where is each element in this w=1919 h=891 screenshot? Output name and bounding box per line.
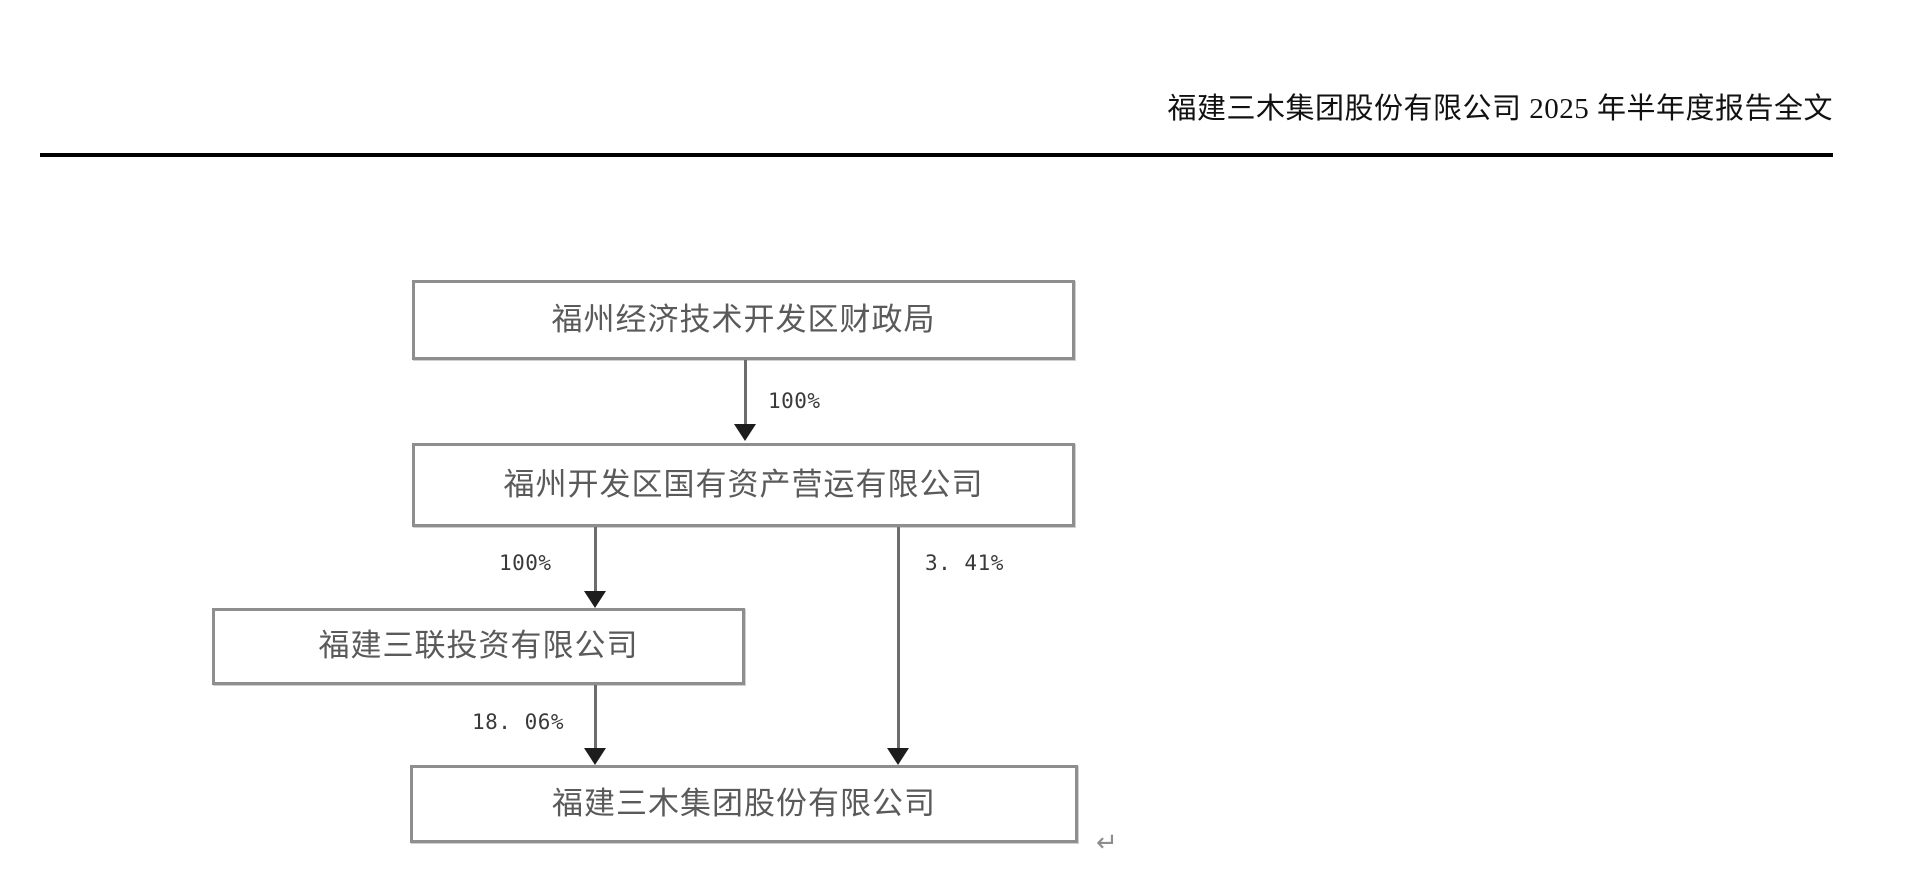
- node-state-assets-label: 福州开发区国有资产营运有限公司: [503, 466, 984, 502]
- edge-label-state-assets-to-sanmu: 3. 41%: [925, 551, 1004, 575]
- arrowhead-down-icon: [734, 424, 756, 441]
- node-sanlian: 福建三联投资有限公司: [212, 608, 745, 685]
- edge-label-state-assets-to-sanlian: 100%: [499, 551, 552, 575]
- connector-line-state-assets-to-sanlian: [594, 527, 597, 593]
- node-finance-bureau: 福州经济技术开发区财政局: [412, 280, 1075, 360]
- header-divider-rule: [40, 153, 1833, 157]
- page-header-title: 福建三木集团股份有限公司 2025 年半年度报告全文: [1167, 93, 1833, 125]
- connector-line-state-assets-to-sanmu: [897, 527, 900, 751]
- edge-label-finance-to-state-assets: 100%: [768, 389, 821, 413]
- arrowhead-down-icon: [887, 748, 909, 765]
- node-finance-bureau-label: 福州经济技术开发区财政局: [551, 301, 936, 337]
- arrowhead-down-icon: [584, 748, 606, 765]
- edge-label-sanlian-to-sanmu: 18. 06%: [472, 710, 565, 734]
- node-state-assets: 福州开发区国有资产营运有限公司: [412, 443, 1075, 527]
- node-sanlian-label: 福建三联投资有限公司: [318, 628, 639, 664]
- arrowhead-down-icon: [584, 591, 606, 608]
- connector-line-finance-to-state-assets: [744, 360, 747, 428]
- connector-line-sanlian-to-sanmu: [594, 685, 597, 751]
- node-sanmu: 福建三木集团股份有限公司: [410, 765, 1078, 843]
- paragraph-mark-icon: ↵: [1096, 828, 1118, 858]
- node-sanmu-label: 福建三木集团股份有限公司: [552, 785, 936, 821]
- page-header: 福建三木集团股份有限公司 2025 年半年度报告全文: [40, 88, 1833, 138]
